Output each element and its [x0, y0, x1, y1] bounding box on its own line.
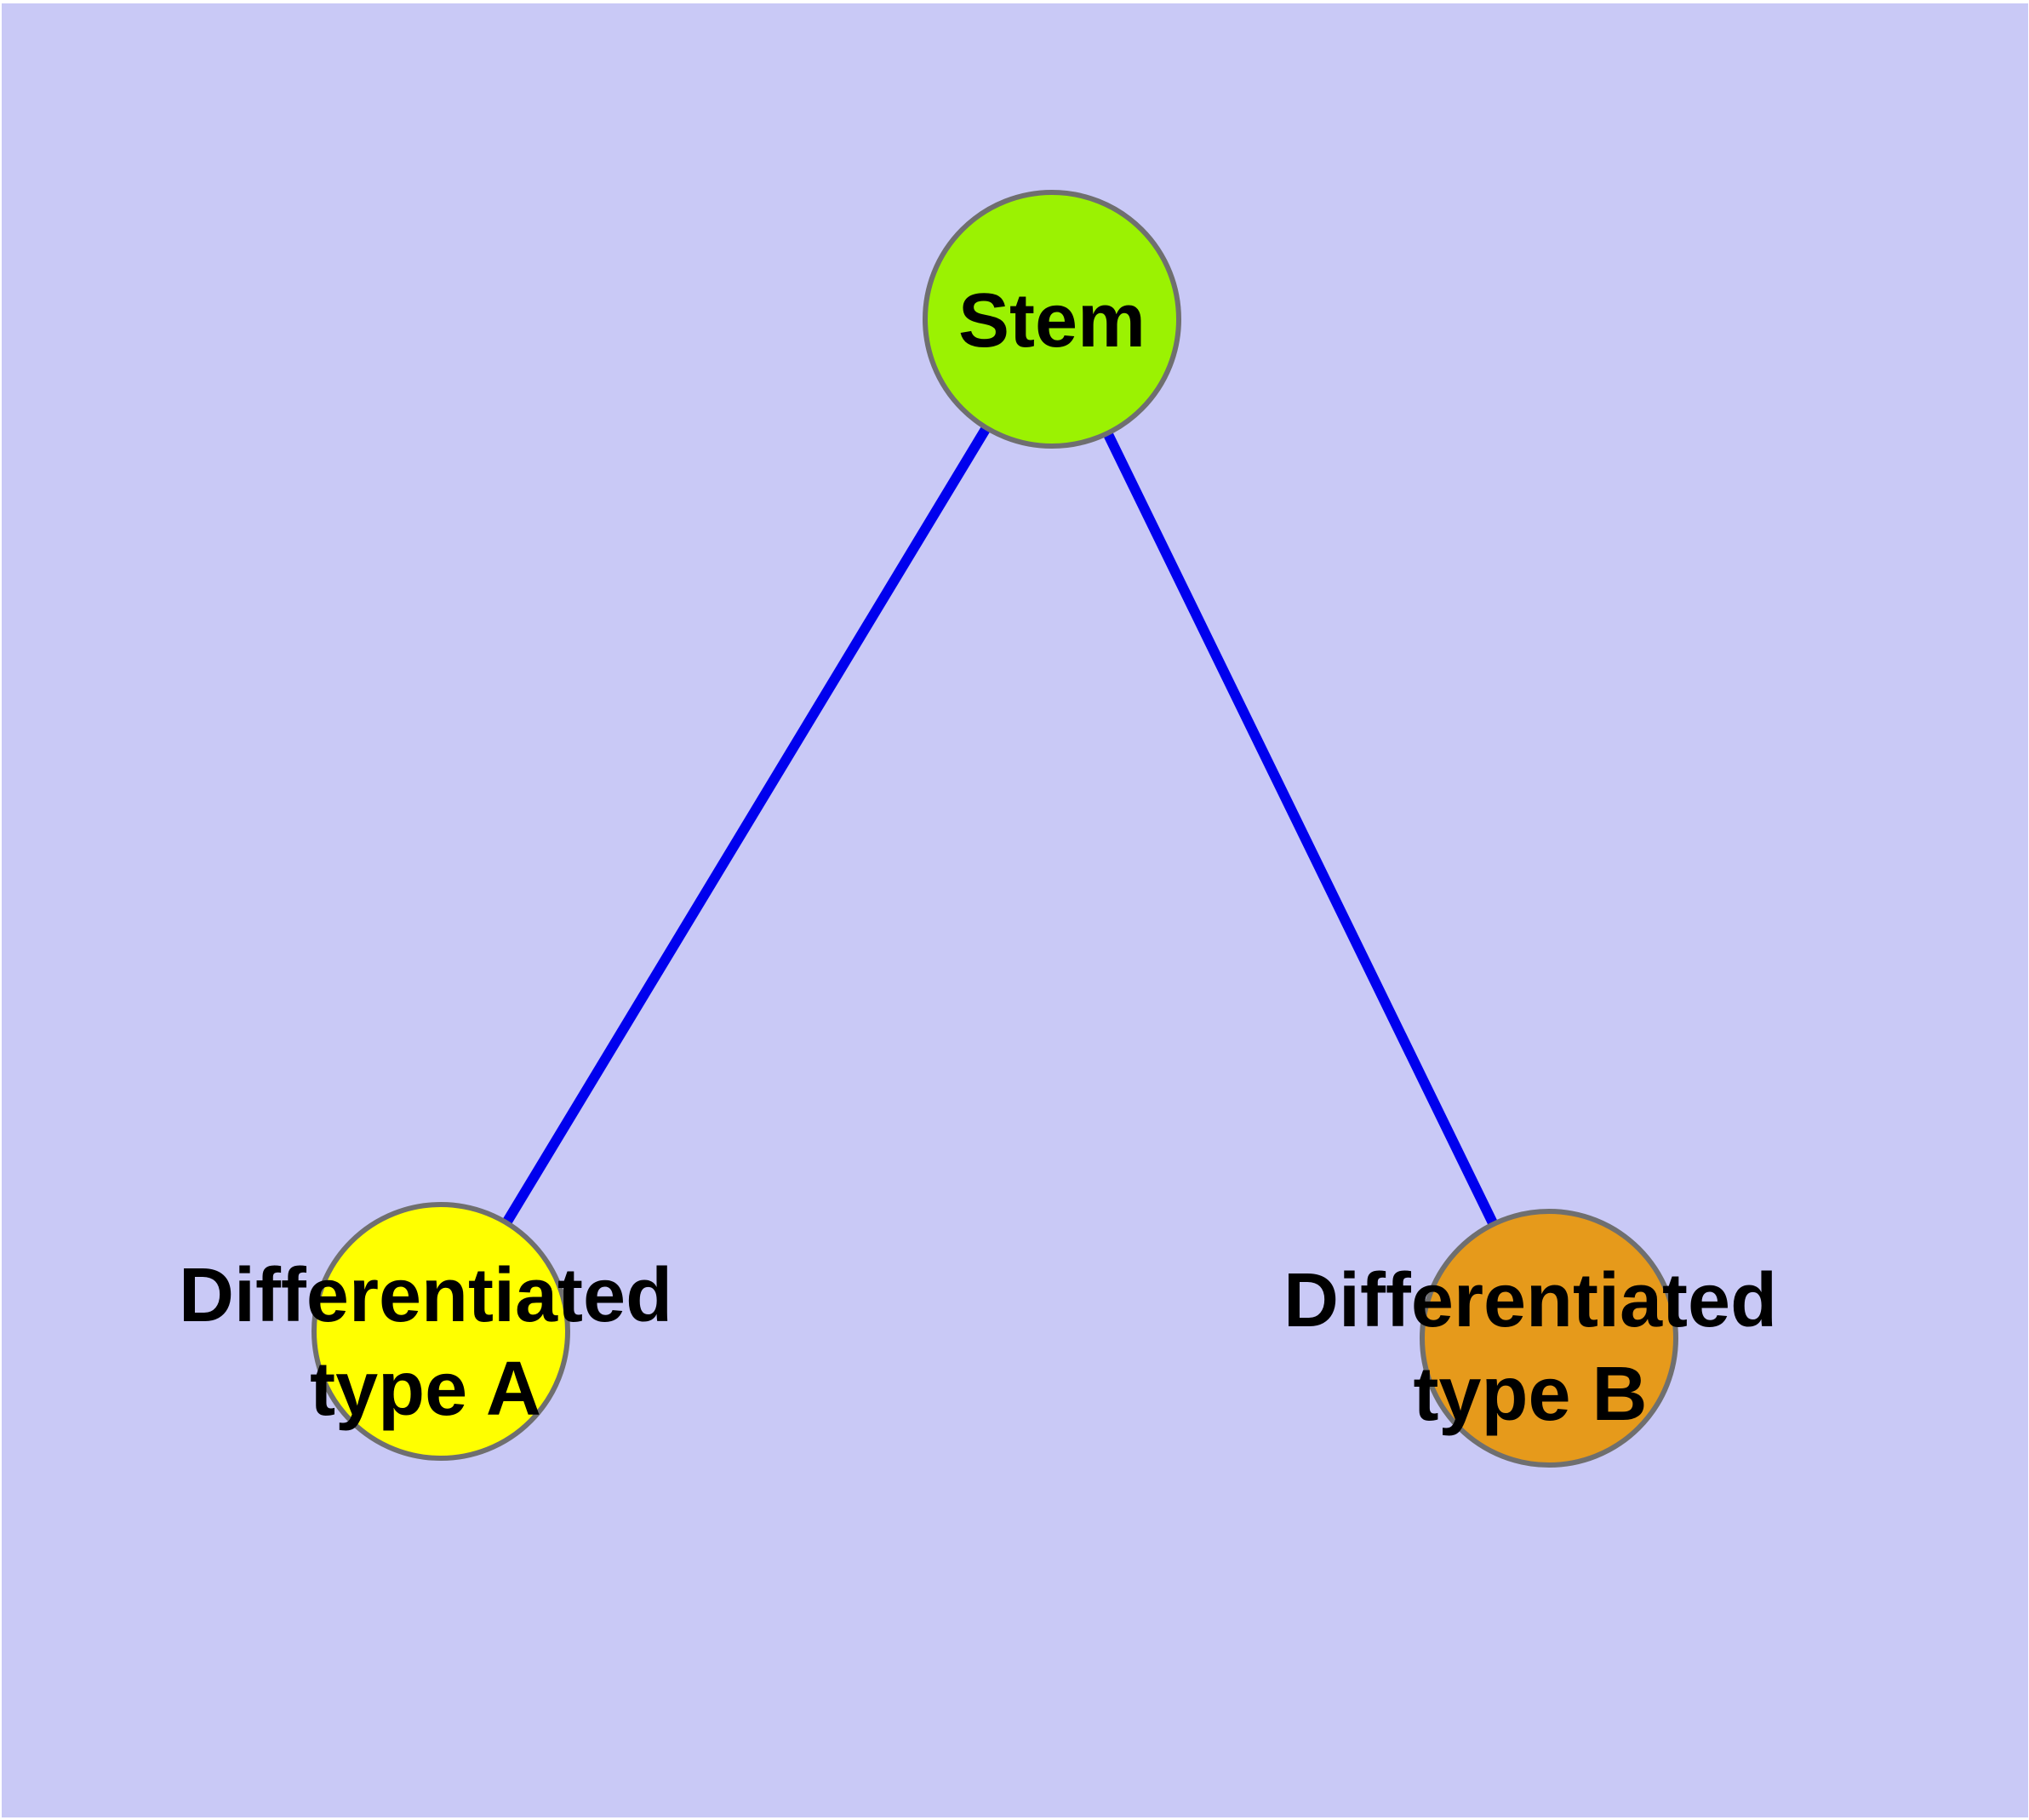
label-line: Stem — [957, 278, 1146, 363]
node-differentiated-type-b — [1420, 1209, 1678, 1468]
node-label-differentiated-type-a: Differentiated type A — [179, 1249, 672, 1436]
label-line: Differentiated — [1283, 1258, 1778, 1343]
node-stem — [923, 190, 1181, 449]
label-line: type B — [1413, 1352, 1648, 1437]
node-differentiated-type-a — [311, 1202, 570, 1461]
label-line: Differentiated — [178, 1253, 673, 1338]
node-label-stem: Stem — [958, 274, 1146, 368]
node-label-differentiated-type-b: Differentiated type B — [1283, 1254, 1777, 1441]
label-line: type A — [310, 1347, 541, 1432]
